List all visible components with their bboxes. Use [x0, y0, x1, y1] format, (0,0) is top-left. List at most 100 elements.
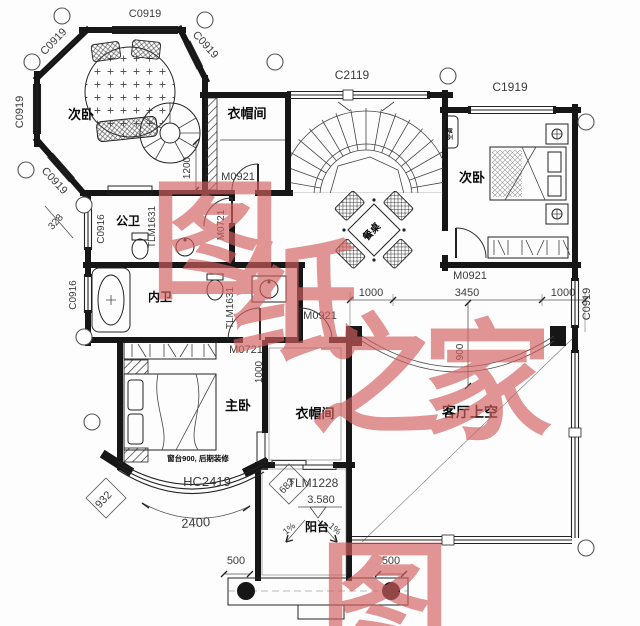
- watermark-char-1: 图: [150, 169, 280, 315]
- dim-diamond-932: [85, 477, 127, 519]
- porch-step: [297, 604, 345, 620]
- dim-1200: 1200: [182, 156, 193, 179]
- label-door-m0921-cloakroom: M0921: [221, 171, 255, 183]
- bathtub: [91, 267, 131, 333]
- right-bed: [489, 146, 567, 201]
- label-door-m0721-master: M0721: [229, 344, 263, 356]
- toilet: [206, 273, 224, 301]
- label-window-c0919-top: C0919: [129, 8, 161, 20]
- window-c0919-right: [570, 278, 580, 328]
- sink: [251, 275, 287, 303]
- window-c0919-sw: [47, 152, 75, 183]
- label-window-c2119: C2119: [335, 68, 370, 82]
- label-door-tlm1228: TLM1228: [288, 476, 339, 490]
- window-c0916-lower: [83, 274, 93, 313]
- curved-staircase: [291, 101, 443, 193]
- watermark-char-3: 之: [310, 304, 440, 450]
- label-room-public-bath: 公卫: [116, 214, 140, 228]
- dining-set: [334, 190, 414, 269]
- window-c0919-left: [32, 84, 42, 134]
- nightstand: [545, 123, 569, 145]
- chair: [383, 190, 414, 221]
- dim-1000-left: 1000: [359, 287, 383, 299]
- arch-pier-left: [346, 326, 362, 346]
- pillow: [131, 39, 162, 60]
- bay-wall-left: [99, 449, 135, 477]
- master-bed: [123, 373, 217, 451]
- dim-500-right: 500: [382, 555, 400, 567]
- label-room-cloakroom-bottom: 衣帽间: [295, 406, 334, 421]
- wardrobe: [123, 341, 217, 360]
- window-c0919-top: [112, 25, 178, 35]
- nightstand-hatch: [123, 447, 149, 463]
- closet-shelf: [268, 347, 342, 461]
- axis-bubbles: [17, 7, 595, 557]
- label-window-c0919-right: C0919: [581, 288, 593, 320]
- label-room-octagon-bedroom: 次卧: [68, 107, 94, 122]
- label-window-hc2419: HC2419: [183, 474, 231, 489]
- door-corridor-m0921: [299, 307, 333, 341]
- window-c2119: [287, 89, 430, 101]
- chair: [335, 238, 366, 269]
- note-bay-window: 窗台900, 后期装修: [167, 453, 229, 463]
- dim-500-left: 500: [227, 555, 245, 567]
- label-room-balcony: 阳台: [305, 519, 329, 534]
- level-marker: [298, 506, 342, 519]
- door-tlm1228-sliding: [271, 460, 337, 470]
- spiral-stair: [139, 102, 201, 164]
- arch-pier-right: [550, 326, 566, 346]
- door-cloakroom-top: [231, 163, 259, 191]
- wardrobe: [487, 236, 571, 259]
- dresser: [107, 185, 153, 195]
- nightstand-hatch: [123, 359, 149, 375]
- dim-1000-vertical: 1000: [254, 360, 265, 383]
- window-hc2419-bay: [117, 461, 265, 494]
- label-room-living-void: 客厅上空: [441, 404, 498, 420]
- pillow: [90, 41, 122, 62]
- balcony-column: [237, 582, 255, 600]
- label-dining-table: 餐桌: [359, 220, 383, 244]
- window-c0919-ne: [183, 40, 204, 70]
- chair: [382, 238, 413, 269]
- note-slope-left: 1%: [281, 521, 297, 537]
- window-c0919-nw: [47, 39, 77, 68]
- dim-900: 900: [455, 343, 466, 360]
- label-door-tlm1631-public: TLM1631: [147, 205, 158, 248]
- label-room-master-bedroom: 主卧: [225, 398, 251, 413]
- label-room-cloakroom-top: 衣帽间: [227, 106, 266, 121]
- label-ac-unit: 空调: [446, 128, 454, 140]
- balcony-column: [382, 582, 400, 600]
- toilet: [131, 232, 149, 260]
- ac-unit: [443, 115, 459, 149]
- windows: [32, 25, 582, 546]
- watermark-char-2: 纸: [230, 230, 360, 376]
- label-window-c1919: C1919: [492, 80, 528, 94]
- label-door-m0921-bedroom: M0921: [453, 270, 487, 282]
- dim-3450: 3450: [455, 287, 479, 299]
- dim-level-3580: 3.580: [307, 494, 335, 506]
- door-bath-public: [203, 197, 233, 227]
- label-window-c0916-upper: C0916: [96, 214, 107, 244]
- sink: [175, 237, 195, 257]
- bay-wall-right: [241, 456, 271, 478]
- dim-2400: 2400: [181, 514, 211, 531]
- construction-lines: [44, 138, 589, 578]
- dim-diamond-683: [268, 463, 310, 505]
- watermark: 图 纸 之 家 图: [150, 169, 552, 626]
- door-cloakroom-bottom: [256, 431, 266, 463]
- wardrobe-hatch: [205, 97, 218, 191]
- door-right-bedroom: [455, 227, 487, 259]
- furniture: [84, 39, 571, 620]
- label-window-c0919-left: C0919: [14, 96, 26, 128]
- arch-opening: [361, 335, 555, 373]
- nightstand: [545, 203, 569, 225]
- label-room-private-bath: 内卫: [148, 289, 172, 304]
- label-room-right-bedroom: 次卧: [459, 170, 485, 185]
- dim-1000-right: 1000: [551, 287, 575, 299]
- label-window-c0916-lower: C0916: [68, 280, 79, 310]
- label-door-tlm1631-private: TLM1631: [225, 286, 236, 329]
- dim-328: 328: [46, 212, 66, 232]
- watermark-char-5: 图: [320, 530, 450, 626]
- dim-932: 932: [93, 489, 114, 511]
